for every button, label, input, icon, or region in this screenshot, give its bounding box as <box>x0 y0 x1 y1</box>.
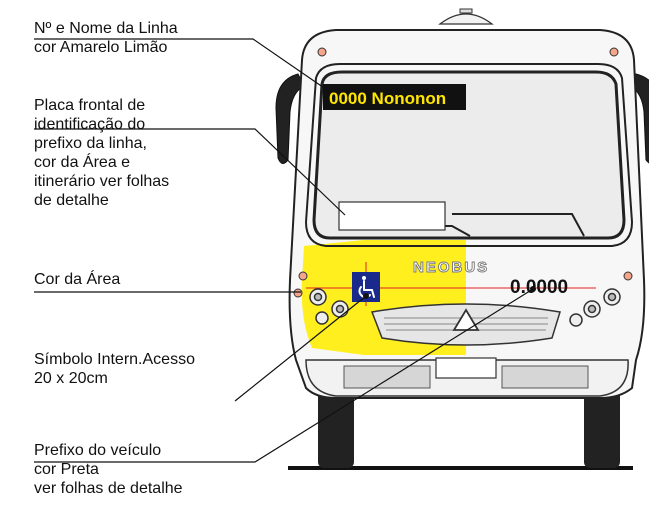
area-color-panel-left <box>301 240 364 355</box>
right-wheel <box>584 380 620 468</box>
roof-dome <box>438 13 494 25</box>
lower-grille-left <box>343 365 431 389</box>
vehicle-prefix-number: 0.0000 <box>510 277 568 298</box>
front-prefix-plate <box>338 201 446 231</box>
brand-logo: NEOBUS <box>413 259 489 276</box>
ground-line <box>288 466 633 470</box>
leader-line-prefixo <box>34 288 534 463</box>
leader-line-linha <box>34 38 331 93</box>
destination-display <box>323 84 466 110</box>
left-mirror <box>275 73 305 164</box>
windshield-frame <box>304 63 634 247</box>
lower-grille-right <box>501 365 589 389</box>
wiper-right <box>452 213 585 237</box>
leader-line-placa <box>34 128 346 216</box>
license-plate <box>435 357 497 379</box>
label-prefixo-veiculo: Prefixo do veículo cor Preta ver folhas … <box>34 442 183 497</box>
label-linha: Nº e Nome da Linha cor Amarelo Limão <box>34 20 178 56</box>
label-simbolo-acesso: Símbolo Intern.Acesso 20 x 20cm <box>34 351 195 387</box>
label-placa-frontal: Placa frontal de identificação do prefix… <box>34 97 170 209</box>
leader-line-simbolo <box>234 295 367 402</box>
label-cor-area: Cor da Área <box>34 271 121 288</box>
windshield <box>312 70 626 240</box>
left-wheel <box>318 380 354 468</box>
destination-text: 0000 Nononon <box>329 89 446 108</box>
right-mirror <box>629 73 649 164</box>
right-headlights <box>569 288 621 327</box>
leader-lines <box>34 38 534 463</box>
